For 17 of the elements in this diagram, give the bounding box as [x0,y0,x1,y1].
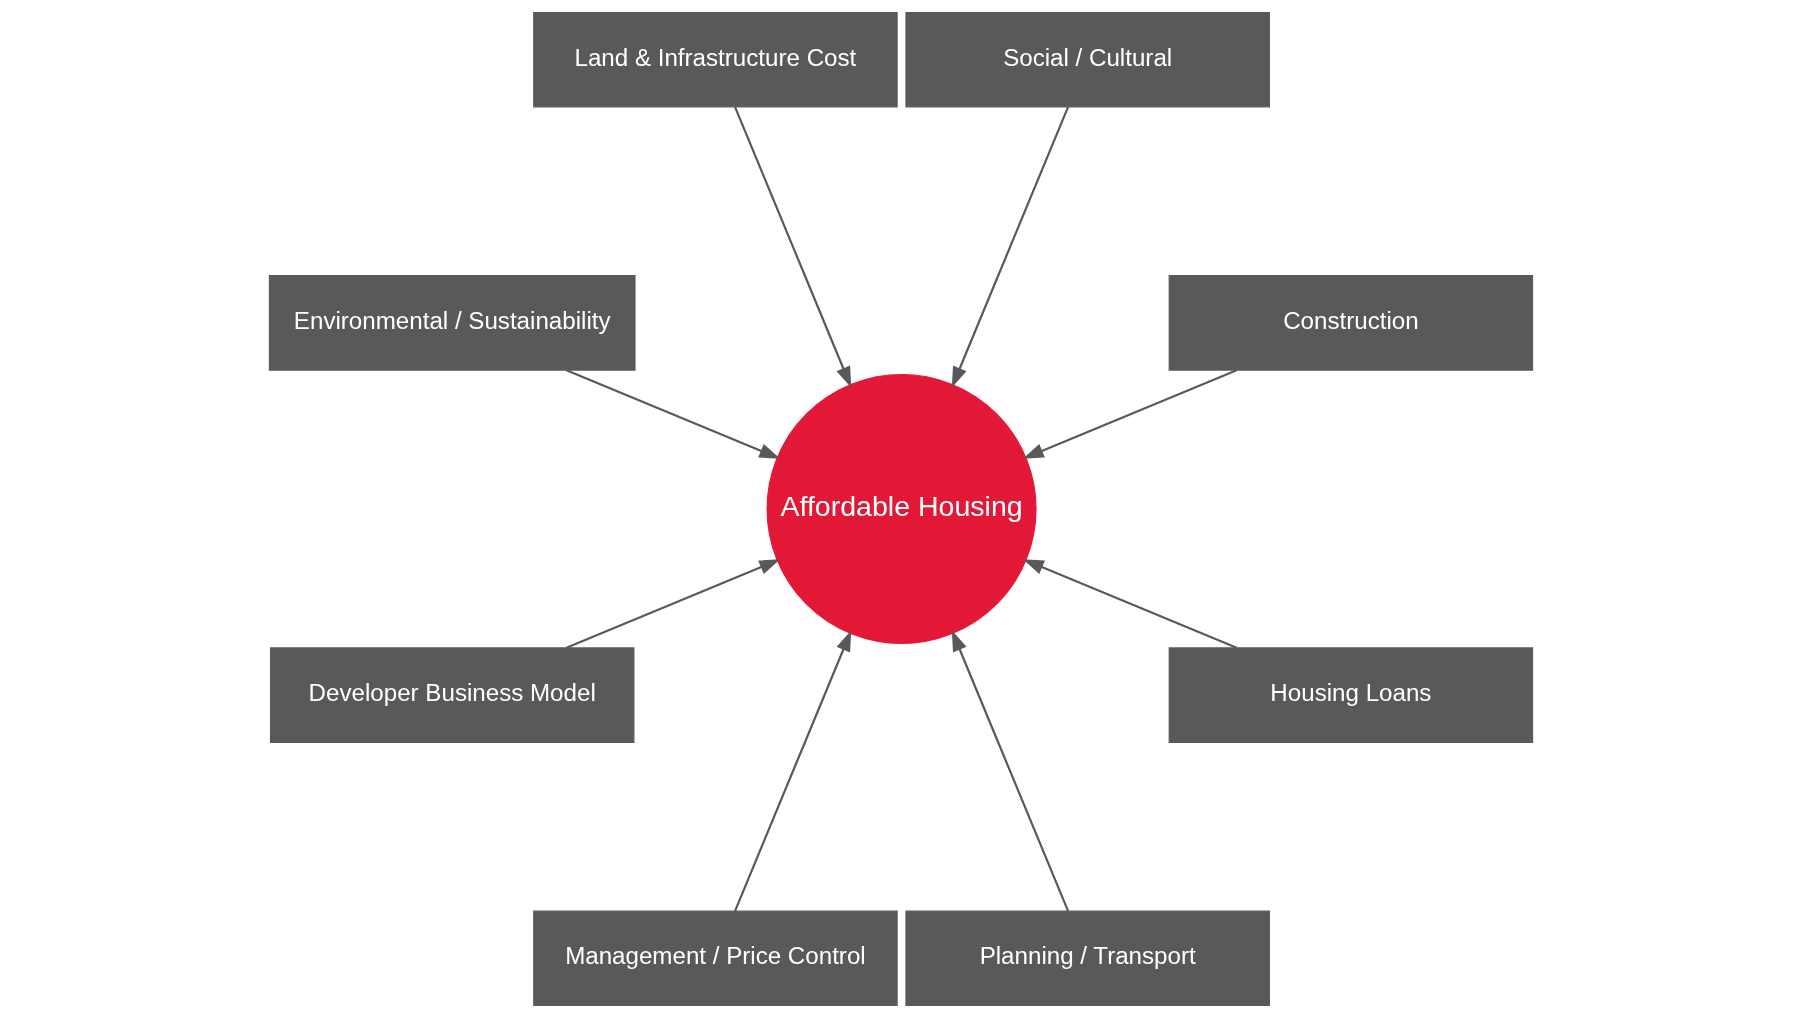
node-box: Management / Price Control [532,910,898,1007]
node-box: Developer Business Model [269,647,634,743]
node-box: Environmental / Sustainability [268,275,636,371]
arrow [1022,559,1237,649]
arrow [951,106,1069,388]
arrow [1022,369,1237,459]
arrow [733,106,851,388]
node-box: Land & Infrastructure Cost [532,11,898,108]
node-box: Construction [1168,275,1533,371]
node-box: Planning / Transport [904,910,1270,1007]
arrow [565,559,780,649]
arrow [951,630,1069,912]
node-box: Social / Cultural [904,11,1270,108]
node-box: Housing Loans [1168,647,1533,743]
arrow [565,369,780,459]
node-circle: Affordable Housing [766,373,1037,645]
arrow [733,630,851,912]
